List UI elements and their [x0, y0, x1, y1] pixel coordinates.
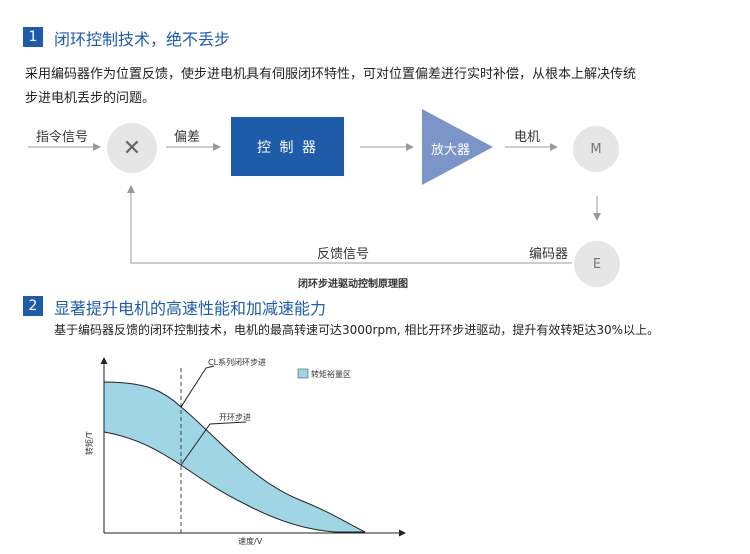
encoder-symbol: E — [592, 256, 602, 272]
feedback-label: 反馈信号 — [317, 247, 370, 262]
cl-annotation-leader — [180, 365, 215, 408]
x-axis-label: 速度/V — [238, 537, 263, 546]
section-2-text: 基于编码器反馈的闭环控制技术，电机的最高转速可达3000rpm, 相比开环步进驱… — [54, 323, 660, 337]
input-signal-label: 指令信号 — [36, 130, 89, 145]
annotation-cl: CL系列闭环步进 — [208, 358, 267, 367]
multiply-icon: ✕ — [122, 135, 142, 161]
amplifier-triangle — [422, 109, 493, 185]
summing-junction: ✕ — [107, 123, 157, 173]
annotation-open: 开环步进 — [219, 413, 251, 422]
encoder-node: E — [574, 241, 620, 287]
section-1-text-line-1: 采用编码器作为位置反馈，使步进电机具有伺服闭环特性，可对位置偏差进行实时补偿，从… — [25, 67, 637, 82]
y-axis-label: 转矩/T — [85, 431, 94, 455]
diagram-caption: 闭环步进驱动控制原理图 — [298, 279, 408, 290]
section-2-number: 2 — [23, 296, 43, 316]
motor-label: 电机 — [514, 130, 541, 145]
section-2-title: 显著提升电机的高速性能和加减速能力 — [54, 299, 327, 318]
section-1-title: 闭环控制技术，绝不丢步 — [54, 30, 231, 49]
torque-margin-area — [103, 381, 366, 533]
amplifier-label: 放大器 — [431, 143, 471, 158]
section-1-text-line-2: 步进电机丢步的问题。 — [25, 91, 156, 106]
motor-symbol: M — [590, 141, 602, 157]
error-label: 偏差 — [174, 130, 201, 145]
arrow-feedback — [127, 185, 572, 264]
open-annotation-leader — [180, 421, 247, 466]
encoder-label: 编码器 — [529, 247, 569, 262]
legend-label: 转矩裕量区 — [311, 370, 351, 379]
section-1-number: 1 — [23, 27, 43, 47]
legend-swatch — [297, 368, 309, 379]
motor-node: M — [573, 126, 619, 172]
controller-block: 控 制 器 — [231, 117, 344, 176]
